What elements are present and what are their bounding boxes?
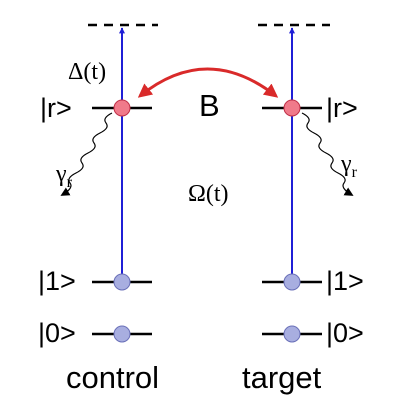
detuning-label: Δ(t): [68, 59, 107, 85]
target-decay-label: γr: [341, 151, 357, 181]
control-rydberg-atom: [113, 99, 131, 117]
decay-subscript: r: [351, 164, 357, 181]
control-atom-level-0: [113, 325, 131, 343]
blockade-label: B: [199, 88, 220, 123]
control-ket-1: |1>: [38, 266, 76, 296]
control-caption: control: [66, 360, 160, 395]
control-atom-level-1: [113, 273, 131, 291]
target-caption: target: [242, 360, 322, 395]
decay-symbol: γ: [341, 151, 352, 177]
target-ket-r: |r>: [326, 93, 358, 123]
blockade-arrow-icon: [137, 67, 279, 98]
decay-symbol: γ: [56, 161, 67, 187]
target-ket-0: |0>: [326, 318, 364, 348]
control-ket-0: |0>: [38, 318, 76, 348]
target-rydberg-atom: [283, 99, 301, 117]
control-ket-r: |r>: [40, 93, 72, 123]
control-decay-label: γr: [56, 161, 72, 191]
decay-subscript: r: [66, 174, 72, 191]
rabi-frequency-label: Ω(t): [188, 181, 229, 207]
target-atom-level-1: [283, 273, 301, 291]
target-ket-1: |1>: [326, 266, 364, 296]
control-decay-arrow-icon: [60, 112, 113, 196]
target-atom-level-0: [283, 325, 301, 343]
target-decay-arrow-icon: [301, 112, 354, 196]
